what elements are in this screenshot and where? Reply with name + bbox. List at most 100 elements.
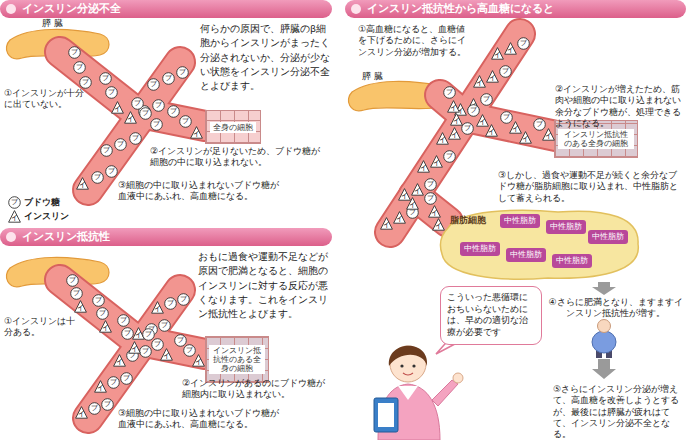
callout-text: ②インスリンが足りないため、ブドウ糖が細胞の中に取り込まれない。 [150, 146, 325, 169]
insulin-triangle [430, 155, 442, 167]
neutral-fat-box-text: 中性脂肪 [464, 244, 496, 253]
insulin-triangle [418, 161, 430, 173]
symbol-letter: ブ [461, 125, 474, 132]
glucose-symbol: ブ [105, 86, 118, 99]
neutral-fat-box-text: 中性脂肪 [510, 250, 542, 259]
insulin-triangle [111, 101, 123, 113]
symbol-letter: ブ [517, 40, 530, 47]
glucose-circle [177, 66, 189, 78]
glucose-circle [74, 62, 86, 74]
symbol-letter: ブ [99, 75, 112, 82]
glucose-symbol: ブ [152, 99, 165, 112]
callout-text: ①高血糖になると、血糖値を下げるために、さらにインスリン分泌が増加する。 [358, 24, 470, 58]
insulin-symbol: イ [432, 218, 445, 231]
symbol-letter: ブ [88, 405, 101, 412]
insulin-symbol: イ [76, 177, 89, 190]
symbol-letter: ブ [8, 199, 21, 206]
glucose-symbol: ブ [8, 196, 21, 209]
glucose-symbol: ブ [517, 37, 530, 50]
insulin-symbol: イ [542, 128, 555, 141]
glucose-symbol: ブ [499, 65, 512, 78]
symbol-letter: ブ [499, 68, 512, 75]
symbol-letter: イ [542, 133, 555, 140]
glucose-symbol: ブ [147, 78, 160, 91]
neutral-fat-box: 中性脂肪 [460, 242, 500, 256]
nurse-hair [389, 346, 427, 366]
symbol-letter: ブ [147, 81, 160, 88]
glucose-circle [148, 79, 160, 91]
symbol-letter: ブ [96, 310, 109, 317]
vessel-wall [414, 195, 448, 222]
symbol-letter: ブ [158, 322, 171, 329]
glucose-circle [68, 47, 80, 59]
insulin-symbol: イ [398, 188, 411, 201]
glucose-circle [100, 72, 112, 84]
glucose-circle [102, 399, 114, 411]
symbol-letter: ブ [406, 209, 419, 216]
insulin-triangle [393, 212, 405, 224]
clipboard-paper [378, 403, 394, 427]
symbol-letter: ブ [117, 317, 130, 324]
organ-label: 膵 臓 [362, 71, 402, 82]
glucose-symbol: ブ [120, 372, 133, 385]
insulin-triangle [8, 210, 20, 222]
symbol-letter: イ [473, 80, 486, 87]
vessel-wall [60, 52, 136, 112]
symbol-letter: イ [128, 346, 141, 353]
glucose-circle [151, 119, 163, 131]
insulin-triangle [74, 300, 86, 312]
insulin-triangle [492, 47, 504, 59]
vessel-lumen [414, 195, 448, 222]
symbol-letter: ブ [150, 121, 163, 128]
symbol-letter: ブ [73, 64, 86, 71]
symbol-letter: ブ [424, 181, 437, 188]
insulin-triangle [77, 178, 89, 190]
glucose-circle [67, 274, 79, 286]
insulin-triangle [192, 355, 204, 367]
callout-text: ⑤さらにインスリン分泌が増えて、高血糖を改善しようとするが、最後には膵臓が疲れは… [553, 384, 683, 440]
glucose-symbol: ブ [131, 97, 144, 110]
panel-header: インスリン抵抗性 [0, 228, 332, 246]
glucose-circle [467, 105, 479, 117]
insulin-symbol: イ [473, 75, 486, 88]
neutral-fat-box: 中性脂肪 [588, 230, 628, 244]
callout-text: ③細胞の中に取り込まれないブドウ糖が血液中にあふれ、高血糖になる。 [118, 408, 288, 431]
glucose-symbol: ブ [139, 345, 152, 358]
glucose-circle [139, 108, 151, 120]
glucose-symbol: ブ [533, 118, 546, 131]
symbol-letter: イ [124, 116, 137, 123]
insulin-symbol: イ [99, 320, 112, 333]
glucose-symbol: ブ [73, 61, 86, 74]
glucose-symbol: ブ [96, 307, 109, 320]
insulin-symbol: イ [190, 126, 203, 139]
glucose-circle [93, 294, 105, 306]
symbol-letter: ブ [131, 100, 144, 107]
glucose-circle [443, 151, 455, 163]
symbol-letter: イ [485, 129, 498, 136]
symbol-letter: イ [432, 223, 445, 230]
insulin-symbol: イ [417, 160, 430, 173]
glucose-symbol: ブ [107, 376, 120, 389]
callout-text: ③しかし、過食や運動不足が続くと余分なブドウ糖が脂肪細胞に取り込まれ、中性脂肪と… [498, 170, 680, 204]
glucose-symbol: ブ [92, 294, 105, 307]
insulin-triangle [477, 115, 489, 127]
symbol-letter: ブ [92, 297, 105, 304]
insulin-triangle [486, 71, 498, 83]
callout-text: ④さらに肥満となり、ますますインスリン抵抗性が増す。 [548, 297, 683, 320]
glucose-circle [168, 106, 180, 118]
glucose-symbol: ブ [158, 319, 171, 332]
symbol-letter: ブ [480, 96, 493, 103]
insulin-triangle [473, 76, 485, 88]
insulin-triangle [429, 206, 441, 218]
insulin-symbol: イ [380, 217, 393, 230]
vessel-wall [60, 280, 136, 340]
glucose-symbol: ブ [100, 144, 113, 157]
glucose-symbol: ブ [150, 118, 163, 131]
vessel-lumen [60, 52, 136, 112]
glucose-circle [132, 97, 144, 109]
glucose-symbol: ブ [480, 93, 493, 106]
callout-text: ①インスリンが十分に出ていない。 [4, 88, 86, 111]
symbol-letter: イ [94, 385, 107, 392]
organ-label: 膵 臓 [42, 18, 82, 29]
glucose-symbol: ブ [88, 402, 101, 415]
